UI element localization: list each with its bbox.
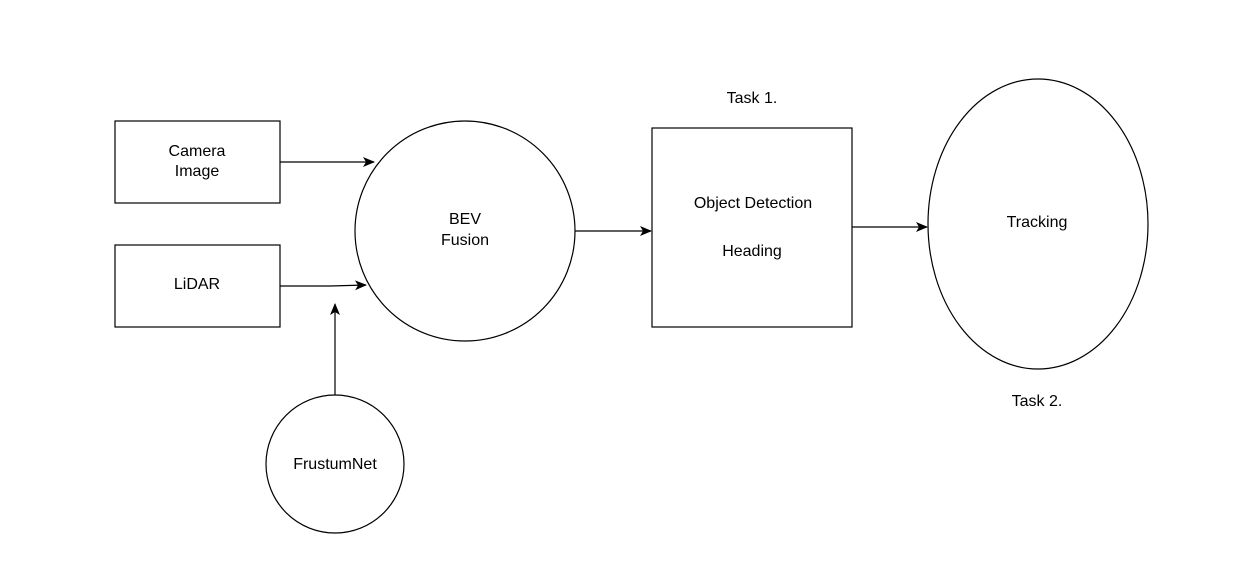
edge-lidar-to-bev	[280, 280, 367, 291]
object-detection-box	[651, 127, 853, 328]
bev-fusion-label-line1: BEV	[449, 211, 481, 228]
frustumnet-label: FrustumNet	[293, 456, 377, 473]
lidar-node: LiDAR	[114, 244, 281, 328]
object-detection-label-line2: Heading	[722, 243, 782, 260]
object-detection-label-line1: Object Detection	[694, 195, 812, 212]
tracking-node: Tracking	[927, 78, 1149, 370]
task1-annotation: Task 1.	[727, 90, 778, 107]
camera-image-label-line1: Camera	[169, 143, 226, 160]
bev-fusion-node: BEV Fusion	[354, 120, 576, 342]
tracking-ellipse	[927, 78, 1149, 370]
task2-annotation: Task 2.	[1012, 393, 1063, 410]
camera-image-node: Camera Image	[114, 120, 281, 204]
camera-image-label-line2: Image	[175, 163, 220, 180]
object-detection-node: Object Detection Heading	[651, 127, 853, 328]
lidar-label: LiDAR	[174, 276, 220, 293]
frustumnet-circle	[265, 394, 405, 534]
frustumnet-node: FrustumNet	[265, 394, 405, 534]
tracking-label: Tracking	[1007, 214, 1068, 231]
lidar-box	[114, 244, 281, 328]
camera-image-box	[114, 120, 281, 204]
bev-fusion-label-line2: Fusion	[441, 232, 489, 249]
bev-fusion-circle	[354, 120, 576, 342]
